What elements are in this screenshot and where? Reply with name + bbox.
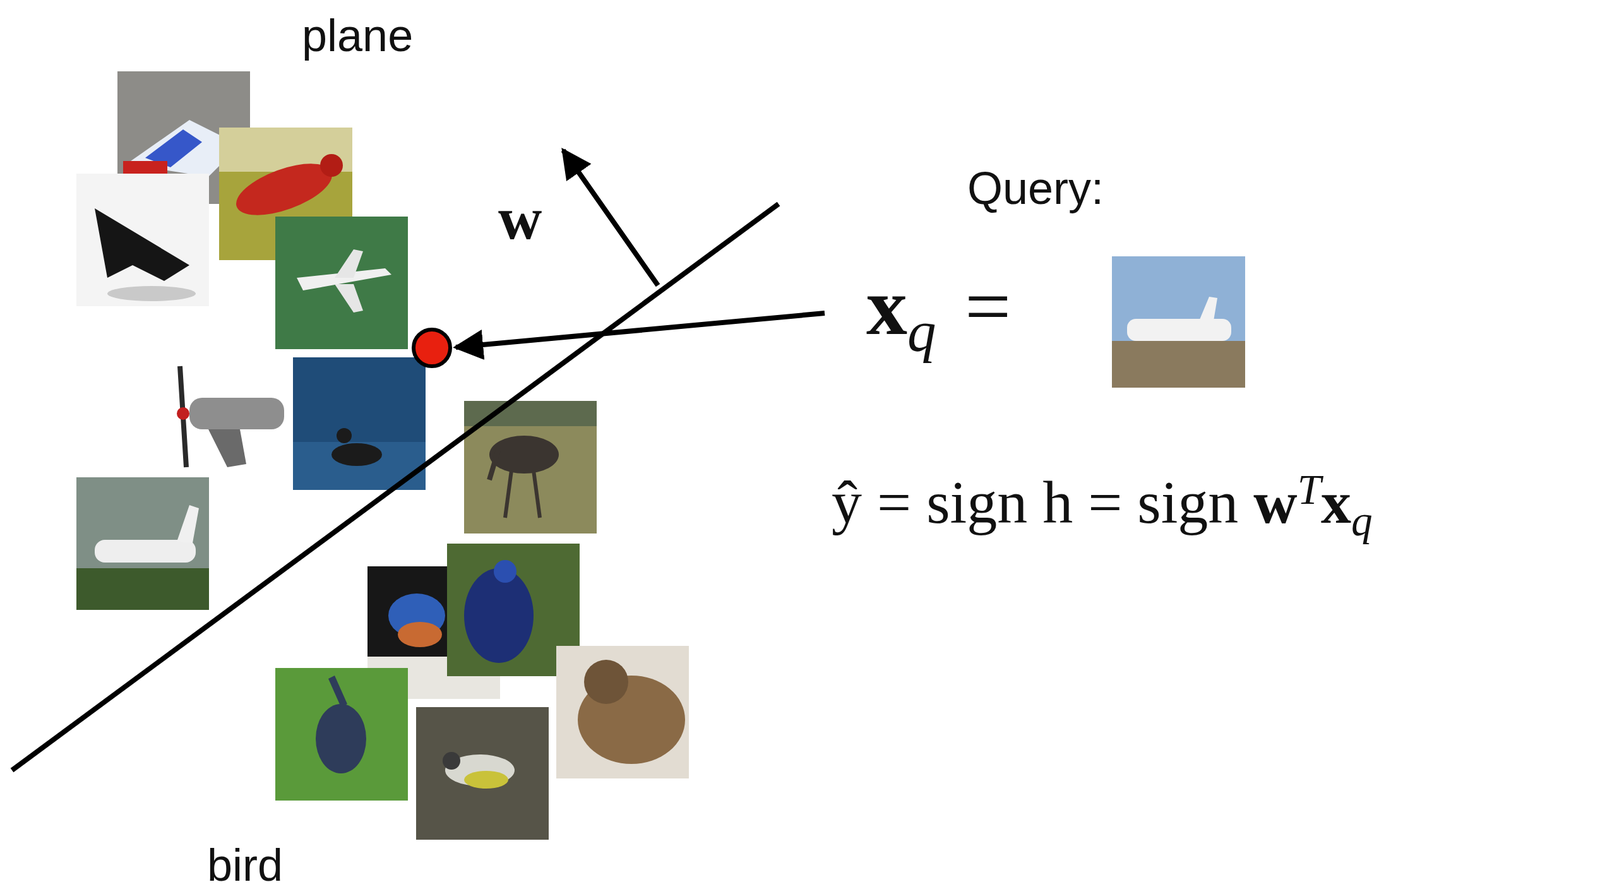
bird-thumbnail xyxy=(416,707,549,840)
weight-symbol: w xyxy=(1253,472,1297,533)
query-heading: Query: xyxy=(967,165,1104,211)
subscript: q xyxy=(907,303,937,361)
weight-vector xyxy=(563,150,658,286)
prediction-formula: ŷ = sign h = sign xyxy=(831,472,1239,533)
subscript: q xyxy=(1351,500,1373,543)
plane-thumbnail xyxy=(163,357,292,490)
decision-boundary xyxy=(11,203,779,771)
class-label: bird xyxy=(207,842,283,888)
query-symbol: x xyxy=(866,265,908,348)
vector-label: w xyxy=(498,188,542,249)
bird-thumbnail xyxy=(275,668,408,801)
query-point xyxy=(413,329,451,367)
query-definition: xq= xyxy=(866,265,1011,348)
query-symbol: x xyxy=(1320,472,1352,533)
class-label: plane xyxy=(301,12,413,59)
query-arrow xyxy=(455,313,825,348)
query-thumbnail xyxy=(1111,256,1246,388)
bird-thumbnail xyxy=(556,645,689,779)
bird-thumbnail xyxy=(292,357,426,490)
plane-thumbnail xyxy=(275,216,408,350)
plane-thumbnail xyxy=(76,477,209,610)
plane-thumbnail xyxy=(76,173,209,307)
equals-sign: = xyxy=(964,265,1011,348)
superscript: T xyxy=(1297,468,1321,511)
prediction-equation: ŷ = sign h = signwTxq xyxy=(831,472,1373,533)
